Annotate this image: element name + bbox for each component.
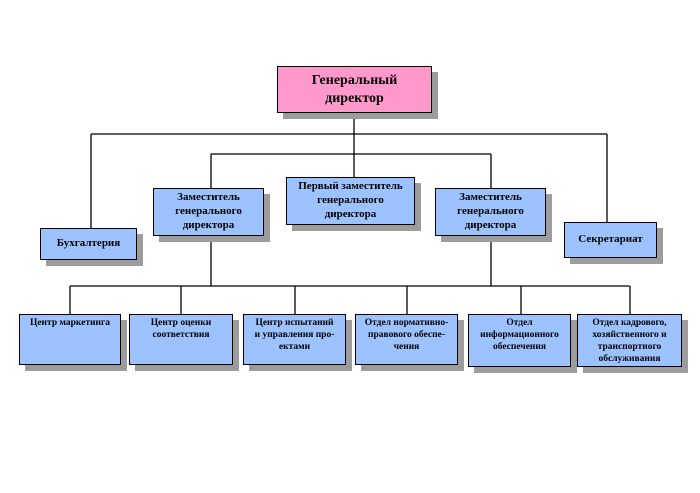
department-label-conformity: Центр оценки соответствия [150,318,212,340]
department-box-conformity: Центр оценки соответствия [129,314,233,365]
department-box-hr: Отдел кадрового, хозяйственного и трансп… [577,314,682,367]
general-director-label: Генеральный директор [311,73,398,106]
department-label-it: Отдел информационного обеспечения [480,318,559,352]
deputy-director-left-label: Заместитель генерального директора [175,191,242,231]
secretariat-label: Секретариат [578,233,643,246]
department-box-legal: Отдел нормативно- правового обеспе- чени… [355,314,458,365]
department-label-hr: Отдел кадрового, хозяйственного и трансп… [592,318,667,364]
accounting-label: Бухгалтерия [56,237,121,250]
connector-lines [69,113,631,314]
deputy-director-right-label: Заместитель генерального директора [457,191,524,231]
department-box-marketing: Центр маркетинга [19,314,121,365]
secretariat-box: Секретариат [564,222,657,258]
first-deputy-director-label: Первый заместитель генерального директор… [298,180,403,220]
accounting-box: Бухгалтерия [40,228,137,260]
first-deputy-director-box: Первый заместитель генерального директор… [286,177,415,225]
department-box-it: Отдел информационного обеспечения [468,314,571,367]
department-label-testing: Центр испытаний и управления про- ектами [254,318,335,352]
department-box-testing: Центр испытаний и управления про- ектами [243,314,346,365]
deputy-director-left-box: Заместитель генерального директора [153,188,264,236]
department-label-legal: Отдел нормативно- правового обеспе- чени… [364,318,449,352]
department-label-marketing: Центр маркетинга [29,318,111,328]
deputy-director-right-box: Заместитель генерального директора [435,188,546,236]
general-director-box: Генеральный директор [277,66,432,113]
